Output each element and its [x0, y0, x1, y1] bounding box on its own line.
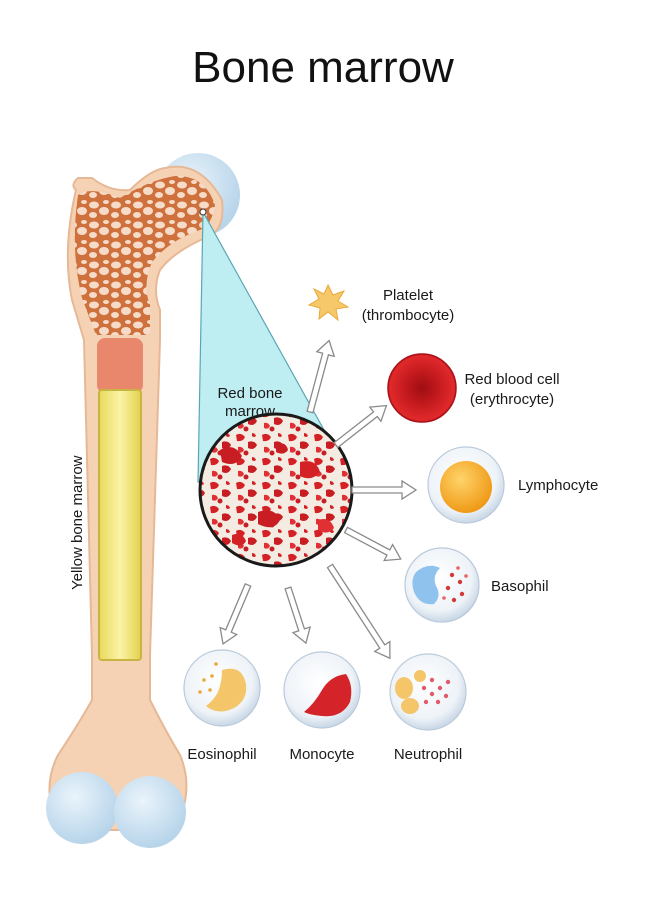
condyle-cartilage-left: [46, 772, 118, 844]
basophil-label: Basophil: [491, 578, 549, 595]
red-blood-cell-icon: [387, 353, 457, 423]
arrow-to-eosinophil: [219, 582, 252, 646]
eosinophil-icon: [183, 649, 261, 727]
arrow-to-basophil: [343, 526, 402, 562]
rbc-label-line1: Red blood cell: [464, 371, 559, 388]
monocyte-label: Monocyte: [289, 746, 354, 763]
arrow-to-monocyte: [284, 586, 312, 645]
platelet-label-line2: (thrombocyte): [362, 307, 455, 324]
femur-bone: [46, 153, 240, 848]
diagram-title: Bone marrow: [192, 43, 454, 92]
eosinophil-label: Eosinophil: [187, 746, 256, 763]
red-bone-marrow-magnified: [198, 412, 354, 568]
lymphocyte-icon: [427, 446, 505, 524]
arrow-to-neutrophil: [326, 563, 391, 660]
neutrophil-icon: [389, 653, 467, 731]
basophil-icon: [404, 547, 480, 623]
neutrophil-label: Neutrophil: [394, 746, 462, 763]
spongy-bone: [74, 175, 215, 335]
red-marrow-plug: [97, 338, 143, 393]
monocyte-icon: [283, 651, 361, 729]
condyle-cartilage-right: [114, 776, 186, 848]
rbc-label-line2: (erythrocyte): [470, 391, 554, 408]
arrow-to-lymphocyte: [351, 479, 418, 501]
red-bone-marrow-label-line1: Red bone: [217, 385, 282, 402]
arrow-to-platelet: [306, 339, 336, 414]
yellow-marrow-canal: [98, 389, 142, 661]
arrow-to-rbc: [333, 404, 388, 449]
lymphocyte-label: Lymphocyte: [518, 477, 598, 494]
platelet-icon: [307, 283, 350, 322]
platelet-label-line1: Platelet: [383, 287, 434, 304]
yellow-bone-marrow-label: Yellow bone marrow: [69, 455, 86, 590]
arrows: [219, 339, 418, 660]
magnifier-origin: [199, 208, 207, 216]
